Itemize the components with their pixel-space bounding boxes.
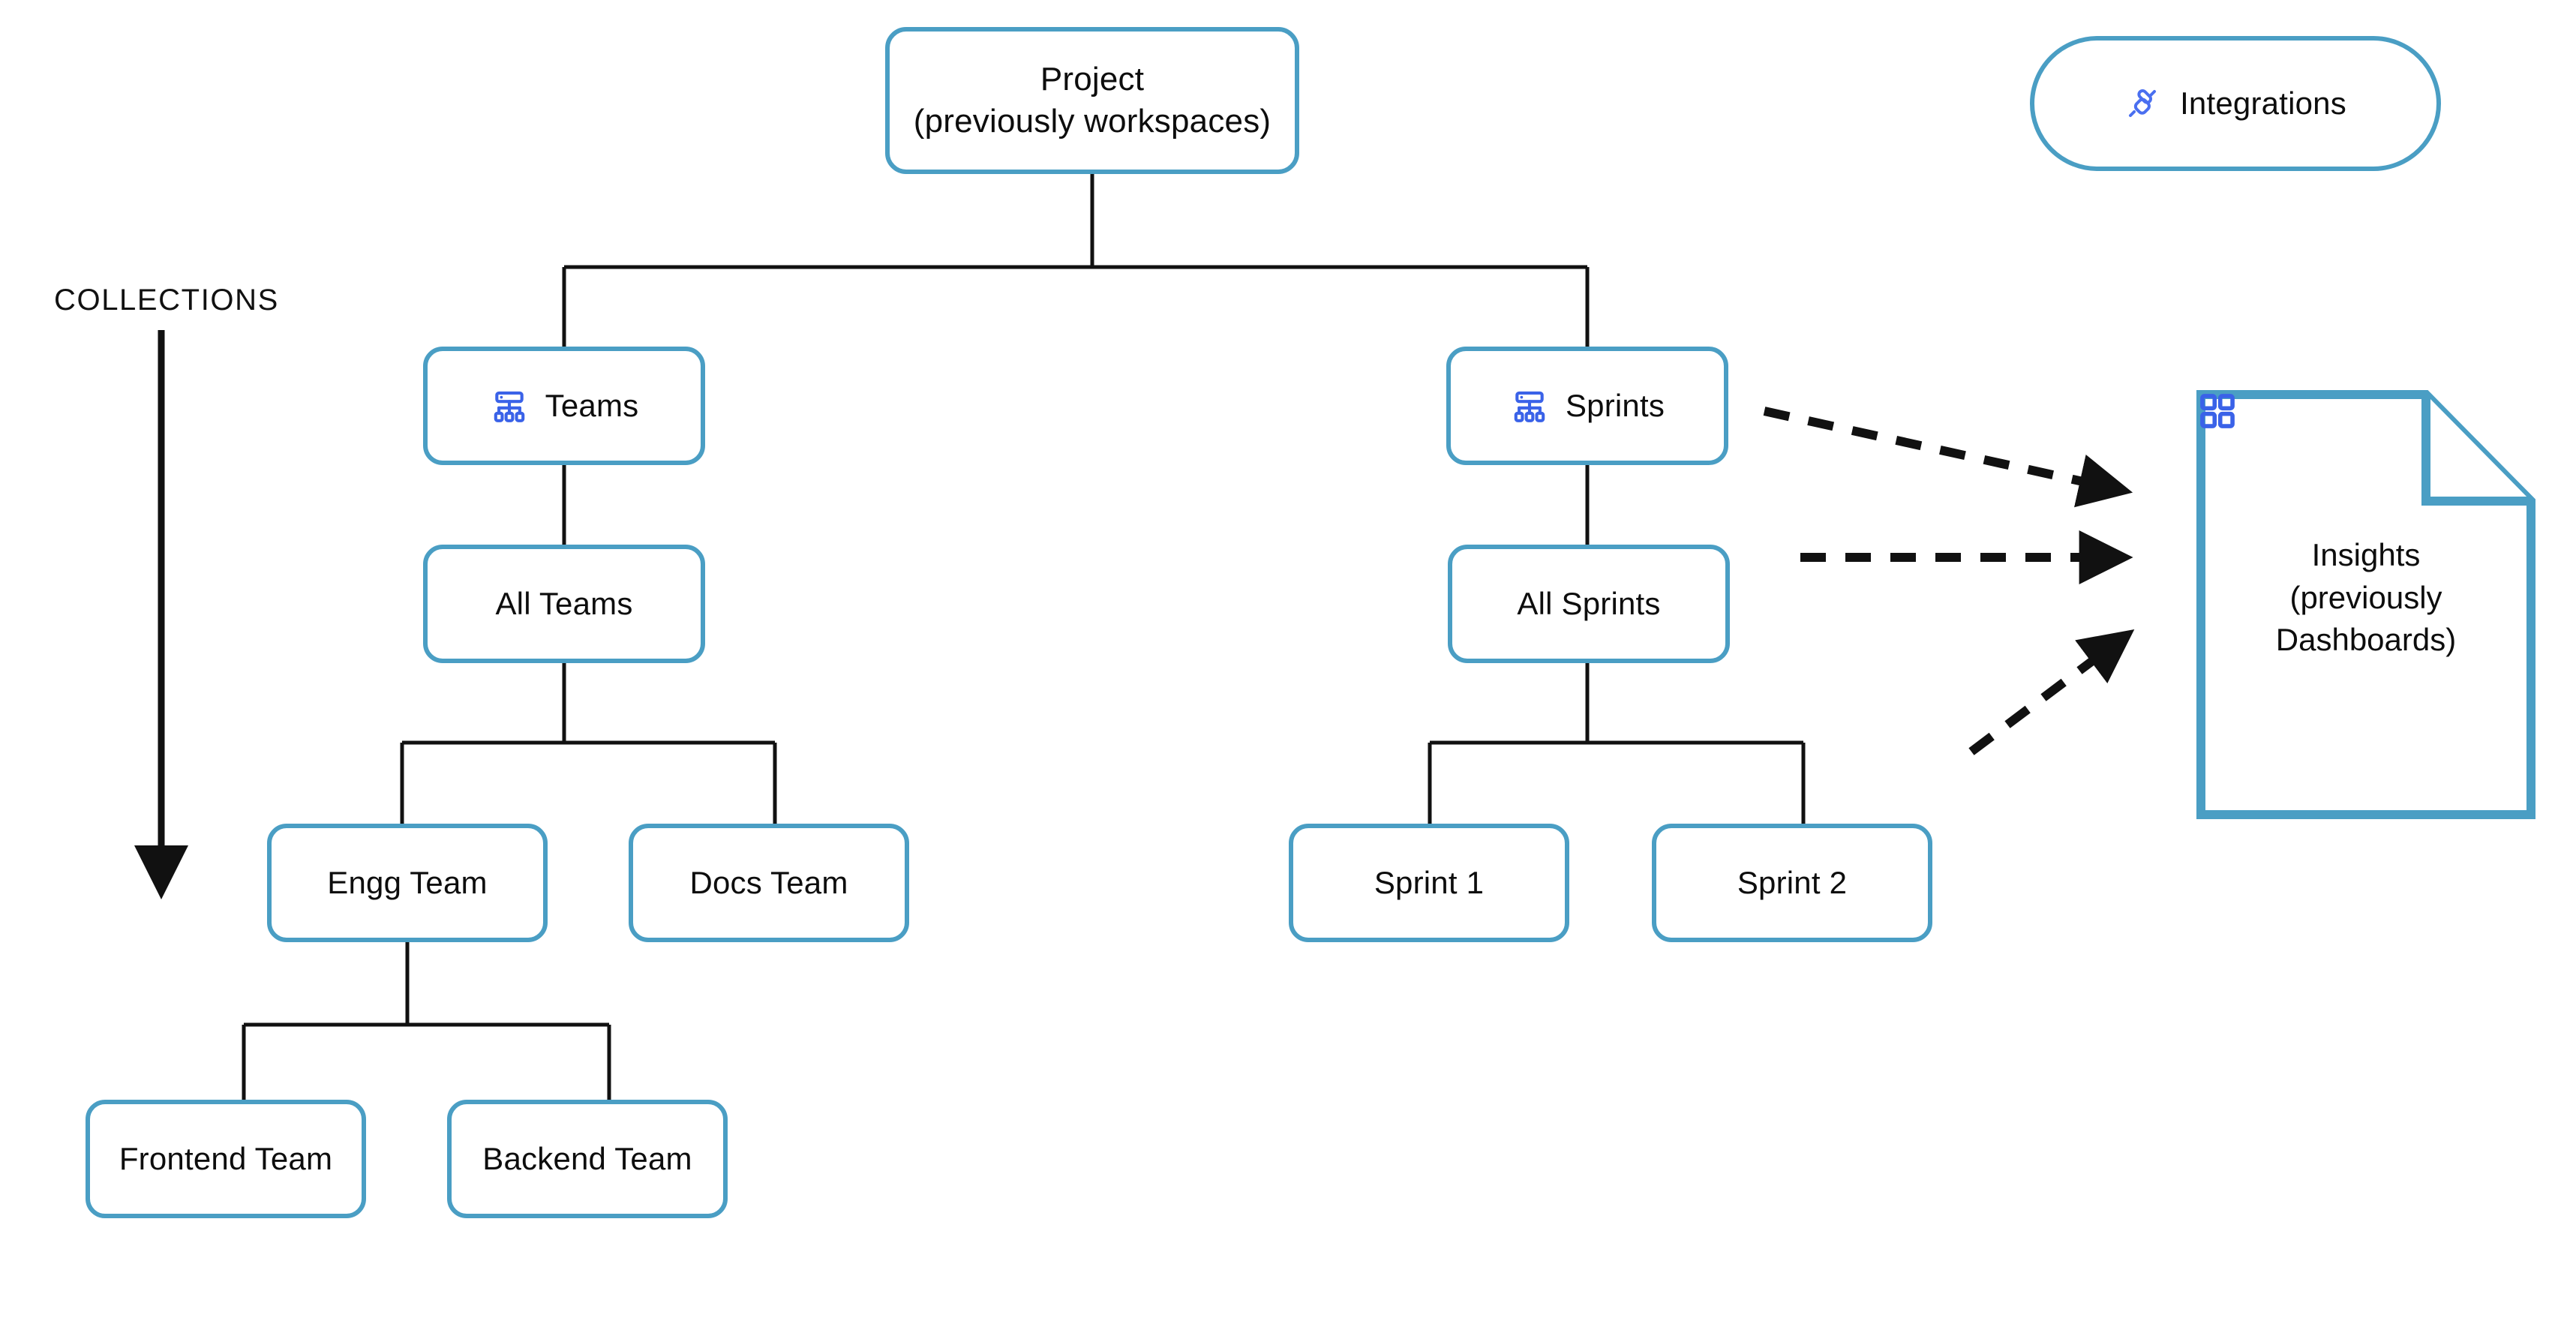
node-integrations-label: Integrations (2180, 86, 2346, 122)
node-engg-team-label: Engg Team (327, 865, 488, 901)
node-insights[interactable]: Insights (previously Dashboards) (2196, 390, 2535, 819)
sitemap-icon (1510, 388, 1549, 427)
node-frontend-team[interactable]: Frontend Team (86, 1100, 366, 1218)
node-all-sprints[interactable]: All Sprints (1448, 545, 1730, 663)
node-sprint-1-label: Sprint 1 (1374, 865, 1485, 901)
node-sprint-1[interactable]: Sprint 1 (1289, 824, 1569, 942)
node-integrations[interactable]: Integrations (2030, 36, 2441, 171)
node-sprints-label: Sprints (1565, 388, 1665, 424)
node-insights-label: Insights (previously Dashboards) (2275, 537, 2457, 658)
grid-four-squares-icon (2200, 394, 2387, 513)
node-teams[interactable]: Teams (423, 347, 705, 465)
node-engg-team[interactable]: Engg Team (267, 824, 548, 942)
node-backend-team-label: Backend Team (482, 1141, 692, 1177)
document-shape (2196, 390, 2535, 819)
node-all-teams-label: All Teams (495, 586, 633, 622)
sitemap-icon (490, 388, 529, 427)
node-backend-team[interactable]: Backend Team (447, 1100, 728, 1218)
node-docs-team-label: Docs Team (689, 865, 848, 901)
node-all-sprints-label: All Sprints (1517, 586, 1661, 622)
node-teams-label: Teams (545, 388, 639, 424)
node-sprint-2[interactable]: Sprint 2 (1652, 824, 1932, 942)
node-project[interactable]: Project (previously workspaces) (885, 27, 1299, 174)
plug-connection-icon (2124, 86, 2160, 122)
collections-caption: COLLECTIONS (54, 284, 279, 317)
node-docs-team[interactable]: Docs Team (629, 824, 909, 942)
node-all-teams[interactable]: All Teams (423, 545, 705, 663)
node-sprint-2-label: Sprint 2 (1737, 865, 1848, 901)
node-sprints[interactable]: Sprints (1446, 347, 1728, 465)
node-project-label: Project (previously workspaces) (913, 60, 1271, 140)
node-frontend-team-label: Frontend Team (119, 1141, 333, 1177)
